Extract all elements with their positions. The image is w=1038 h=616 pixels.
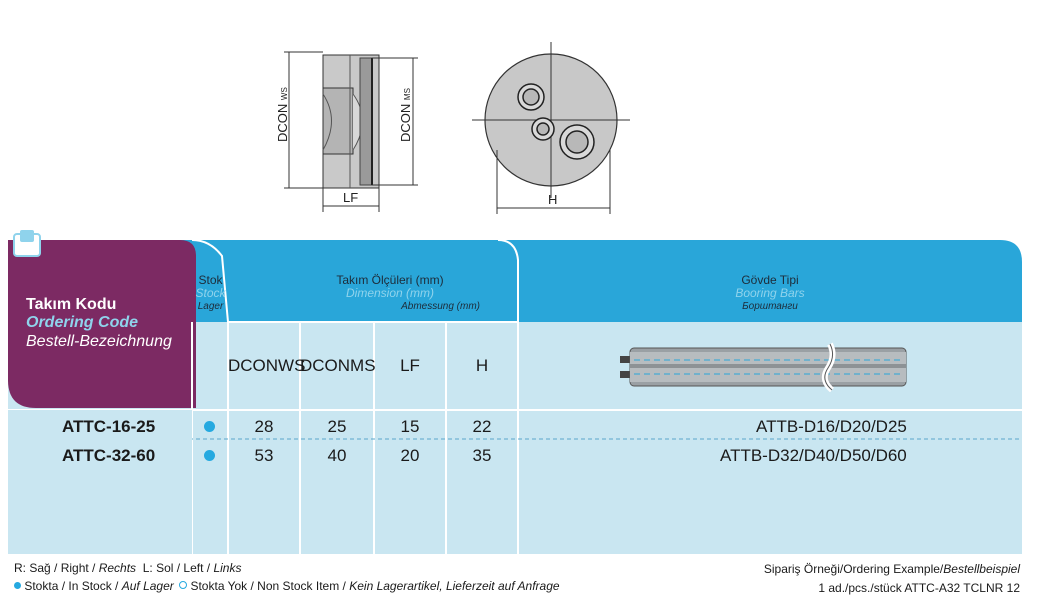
dconws-label: DCON WS: [275, 87, 290, 142]
ordering-code-title-en: Ordering Code: [26, 314, 139, 331]
front-view-drawing: [472, 42, 630, 214]
row1-dconws: 28: [254, 417, 274, 436]
col-dconms: DCONMS: [300, 356, 376, 375]
lf-label: LF: [343, 190, 358, 205]
row2-h: 35: [472, 446, 492, 465]
stock-legend: Stokta / In Stock / Auf Lager Stokta Yok…: [14, 579, 560, 593]
body-type-header: Gövde Tipi Booring Bars Борштанги: [735, 273, 805, 313]
row2-dconws: 53: [254, 446, 274, 465]
stock-header: Stok Stock Lager: [195, 273, 226, 313]
in-stock-icon: [14, 582, 21, 589]
boring-bar-image: [620, 342, 907, 392]
technical-drawings: DCON WS DCON MS LF H: [275, 42, 630, 214]
row2-code: ATTC-32-60: [62, 446, 156, 465]
row1-h: 22: [472, 417, 492, 436]
row2-body: ATTB-D32/D40/D50/D60: [720, 446, 907, 465]
col-h: H: [475, 356, 489, 375]
ordering-example: Sipariş Örneği/Ordering Example/Bestellb…: [763, 562, 1020, 576]
row1-lf: 15: [400, 417, 420, 436]
ordering-code-title-de: Bestell-Bezeichnung: [26, 333, 172, 350]
ordering-code-header: Takım Kodu Ordering Code Bestell-Bezeich…: [26, 296, 196, 351]
col-lf: LF: [400, 356, 420, 375]
dconms-label: DCON MS: [398, 88, 413, 142]
table-background: [8, 230, 1022, 554]
row1-body: ATTB-D16/D20/D25: [756, 417, 907, 436]
non-stock-icon: [179, 581, 188, 589]
h-label: H: [548, 192, 557, 207]
row2-dconms: 40: [327, 446, 347, 465]
hand-legend: R: Sağ / Right / Rechts L: Sol / Left / …: [14, 561, 242, 575]
ordering-code-title-tr: Takım Kodu: [26, 296, 117, 313]
col-dconws: DCONWS: [228, 356, 306, 375]
dimensions-header: Takım Ölçüleri (mm) Dimension (mm) Abmes…: [336, 273, 480, 313]
row2-stock-dot: [204, 450, 215, 461]
ordering-example-value: 1 ad./pcs./stück ATTC-A32 TCLNR 12: [818, 581, 1020, 595]
row1-stock-dot: [204, 421, 215, 432]
row1-dconms: 25: [327, 417, 347, 436]
side-view-drawing: [284, 51, 418, 212]
row2-lf: 20: [400, 446, 420, 465]
row1-code: ATTC-16-25: [62, 417, 156, 436]
